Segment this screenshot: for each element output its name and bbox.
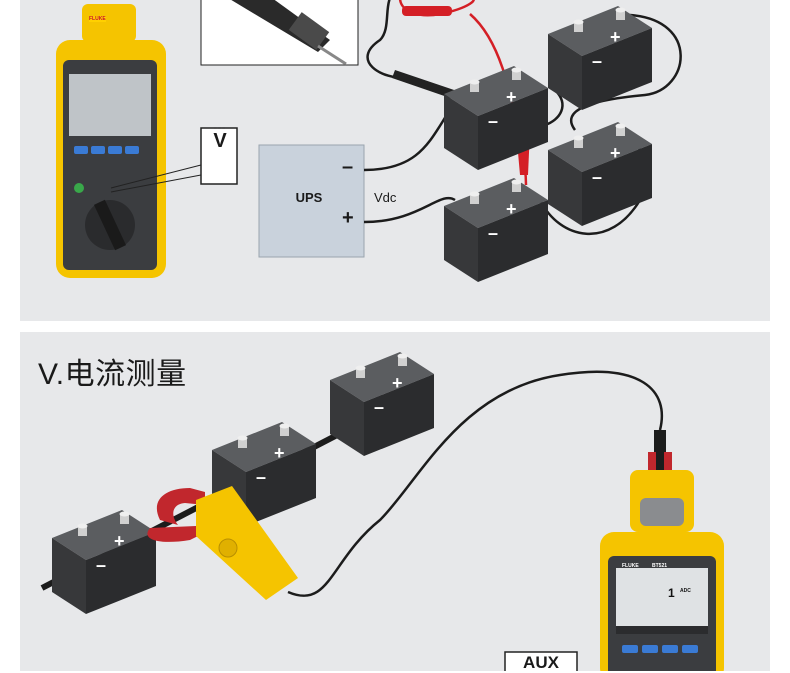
battery-minus-mark: – (256, 467, 267, 487)
battery-analyzer-meter-top (56, 4, 166, 278)
battery-minus-mark: – (592, 51, 603, 71)
battery-plus-mark: + (506, 87, 517, 107)
battery-minus-mark: – (374, 397, 385, 417)
screen-reading-unit: ADC (680, 588, 691, 594)
dc-mark: --- (213, 123, 227, 134)
ups-label: UPS (295, 190, 323, 205)
meter-screen (616, 568, 708, 634)
battery-plus-mark: + (392, 373, 403, 393)
battery-plus-mark: + (506, 199, 517, 219)
ups-box (258, 144, 365, 258)
coiled-cord (402, 6, 452, 16)
clamp-cable (287, 370, 663, 598)
current-clamp-icon (147, 486, 298, 600)
battery-plus-mark: + (114, 531, 125, 551)
meter-screen (69, 74, 151, 136)
test-probe-icon (231, 0, 347, 66)
battery-plus-mark: + (610, 27, 621, 47)
meter-brand-logo: FLUKE (89, 16, 106, 22)
battery-minus-mark: – (488, 223, 499, 243)
vdc-label: Vdc (374, 190, 397, 205)
black-probe (392, 70, 460, 100)
dc-voltage-icon (200, 127, 238, 185)
screen-reading-value: 1 (668, 586, 675, 600)
meter-model: BT521 (652, 563, 668, 569)
battery-plus-mark: + (274, 443, 285, 463)
ups-minus-terminal: – (342, 156, 354, 178)
aux-label: AUX (523, 653, 559, 672)
battery-minus-mark: – (592, 167, 603, 187)
meter-brand-logo: FLUKE (622, 563, 639, 569)
aux-port-label-box (504, 651, 578, 671)
section-title: V.电流测量 (38, 358, 187, 391)
voltage-symbol: V (213, 130, 227, 152)
battery-minus-mark: – (488, 111, 499, 131)
battery-analyzer-meter-bottom (600, 470, 724, 671)
battery-plus-mark: + (610, 143, 621, 163)
ups-plus-terminal: + (342, 207, 354, 229)
battery-minus-mark: – (96, 555, 107, 575)
